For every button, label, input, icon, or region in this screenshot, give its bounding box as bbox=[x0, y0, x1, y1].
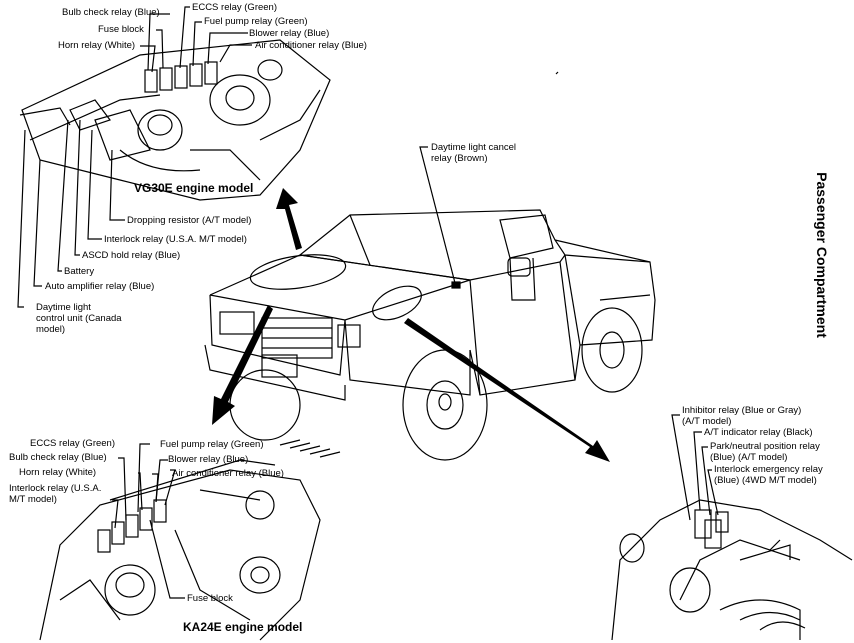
ka24-ac-relay-label: Air conditioner relay (Blue) bbox=[172, 468, 284, 479]
park-neutral-position-relay-label: Park/neutral position relay (Blue) (A/T … bbox=[710, 441, 820, 463]
vg30-battery-label: Battery bbox=[64, 266, 95, 277]
vg30-blower-relay-label: Blower relay (Blue) bbox=[249, 28, 330, 39]
vg30-fuse-block-label: Fuse block bbox=[98, 24, 144, 35]
vg30-fuel-pump-relay-label: Fuel pump relay (Green) bbox=[204, 16, 308, 27]
ka24-bulb-check-relay-label: Bulb check relay (Blue) bbox=[9, 452, 107, 463]
vg30-daytime-light-control-unit-label: Daytime light control unit (Canada model… bbox=[36, 302, 122, 335]
truck-illustration bbox=[204, 209, 656, 461]
ka24-fuse-block-label: Fuse block bbox=[187, 593, 233, 604]
vg30e-engine-illustration bbox=[17, 6, 331, 308]
arrow-to-ka24e bbox=[212, 305, 273, 425]
ka24-eccs-relay-label: ECCS relay (Green) bbox=[30, 438, 115, 449]
interlock-emergency-relay-label: Interlock emergency relay (Blue) (4WD M/… bbox=[714, 464, 823, 486]
arrow-to-console bbox=[404, 318, 610, 462]
vg30-ascd-hold-relay-label: ASCD hold relay (Blue) bbox=[82, 250, 181, 261]
vg30e-title: VG30E engine model bbox=[134, 181, 254, 195]
speck bbox=[555, 71, 559, 75]
at-indicator-relay-label: A/T indicator relay (Black) bbox=[704, 427, 813, 438]
ka24e-engine-illustration bbox=[39, 439, 341, 641]
passenger-compartment-title: Passenger Compartment bbox=[814, 172, 830, 338]
daytime-light-cancel-relay-label: Daytime light cancel relay (Brown) bbox=[431, 142, 517, 164]
ka24-blower-relay-label: Blower relay (Blue) bbox=[168, 454, 249, 465]
arrow-to-vg30e bbox=[276, 188, 302, 250]
ka24-fuel-pump-relay-label: Fuel pump relay (Green) bbox=[160, 439, 264, 450]
daytime-cancel-leader bbox=[419, 146, 456, 284]
console-illustration bbox=[611, 414, 853, 641]
vg30-eccs-relay-label: ECCS relay (Green) bbox=[192, 2, 277, 13]
ka24e-title: KA24E engine model bbox=[183, 620, 303, 634]
vg30-ac-relay-label: Air conditioner relay (Blue) bbox=[255, 40, 367, 51]
ka24-interlock-relay-label: Interlock relay (U.S.A. M/T model) bbox=[9, 483, 102, 505]
arrows bbox=[212, 188, 610, 462]
inhibitor-relay-label: Inhibitor relay (Blue or Gray) (A/T mode… bbox=[682, 405, 802, 427]
vg30-dropping-resistor-label: Dropping resistor (A/T model) bbox=[127, 215, 252, 226]
vg30-bulb-check-relay-label: Bulb check relay (Blue) bbox=[62, 7, 160, 18]
vg30-horn-relay-label: Horn relay (White) bbox=[58, 40, 136, 51]
ka24-horn-relay-label: Horn relay (White) bbox=[19, 467, 97, 478]
vg30-auto-amplifier-relay-label: Auto amplifier relay (Blue) bbox=[45, 281, 155, 292]
vg30-interlock-relay-label: Interlock relay (U.S.A. M/T model) bbox=[104, 234, 247, 245]
